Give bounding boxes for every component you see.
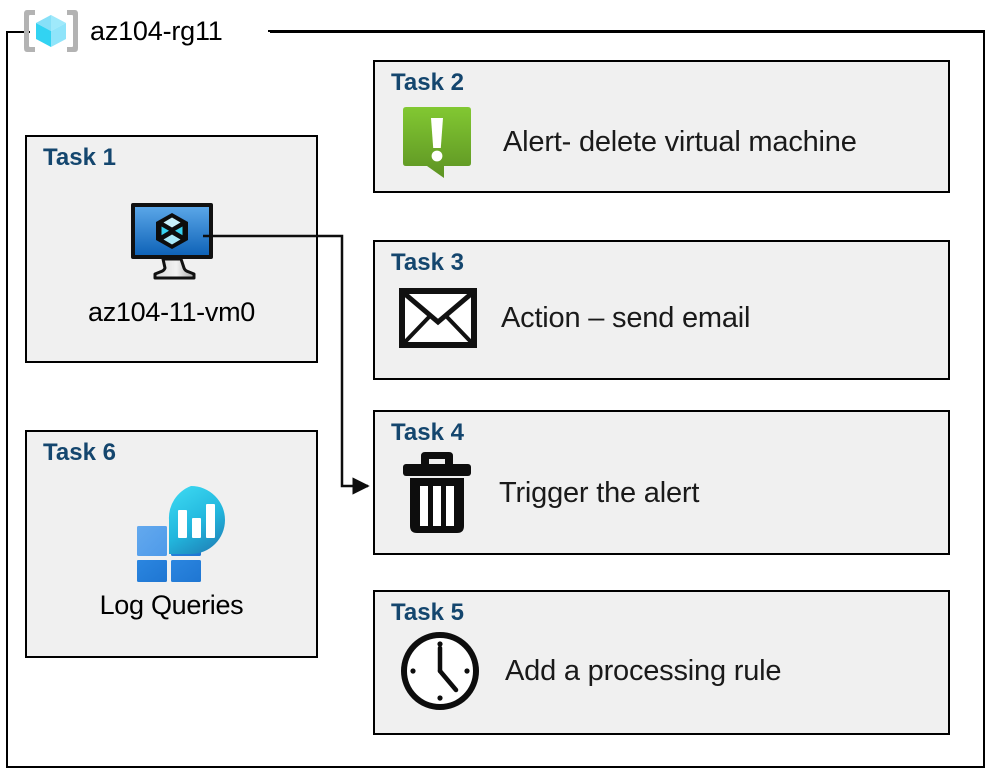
log-analytics-icon — [129, 484, 233, 582]
resource-group-header: az104-rg11 — [22, 4, 223, 58]
task2-title: Task 2 — [391, 69, 464, 96]
task1-caption: az104-11-vm0 — [88, 297, 255, 327]
task6-card[interactable]: Task 6 — [25, 430, 318, 658]
task5-content-row: Add a processing rule — [399, 630, 782, 712]
task2-card[interactable]: Task 2 Alert- delete virtual machine — [373, 60, 950, 193]
task3-label: Action – send email — [501, 301, 751, 334]
task1-title: Task 1 — [43, 144, 116, 171]
task3-card[interactable]: Task 3 Action – send email — [373, 240, 950, 380]
task4-title: Task 4 — [391, 419, 464, 446]
resource-group-title-rule — [268, 30, 985, 32]
task6-caption: Log Queries — [99, 590, 244, 620]
virtual-machine-icon — [126, 199, 218, 280]
task6-icon-slot — [27, 484, 316, 582]
alert-bubble-icon — [399, 104, 479, 180]
task2-label: Alert- delete virtual machine — [503, 125, 857, 158]
resource-group-title-notch — [30, 20, 270, 44]
task4-content-row: Trigger the alert — [399, 450, 699, 536]
task5-card[interactable]: Task 5 Add a processing rule — [373, 590, 950, 735]
task5-title: Task 5 — [391, 599, 464, 626]
task1-icon-slot — [27, 199, 316, 280]
task4-label: Trigger the alert — [499, 476, 700, 509]
task2-content-row: Alert- delete virtual machine — [399, 104, 857, 180]
trash-bin-icon — [399, 450, 475, 536]
task5-label: Add a processing rule — [505, 654, 782, 687]
resource-group-label: az104-rg11 — [90, 15, 223, 46]
task1-card[interactable]: Task 1 — [25, 135, 318, 363]
resource-group-boundary — [6, 31, 985, 768]
task3-content-row: Action – send email — [399, 286, 750, 350]
resource-group-cube-icon — [22, 6, 80, 56]
task3-title: Task 3 — [391, 249, 464, 276]
envelope-icon — [399, 286, 477, 350]
task6-title: Task 6 — [43, 439, 116, 466]
task4-card[interactable]: Task 4 Trigger the alert — [373, 410, 950, 555]
clock-icon — [399, 630, 481, 712]
